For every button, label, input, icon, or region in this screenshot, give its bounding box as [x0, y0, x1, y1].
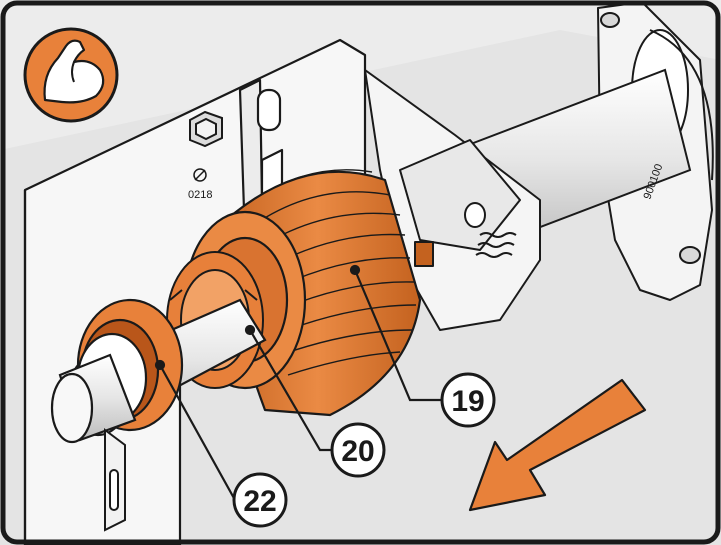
bracket-code: 0218 [188, 189, 212, 201]
arrow-down-left-icon [468, 378, 647, 512]
bracket-bolt [189, 110, 223, 148]
front-shaft-end [50, 353, 137, 444]
callout-22: 22 [232, 472, 288, 528]
callout-19: 19 [440, 372, 496, 428]
leader-20 [249, 329, 335, 452]
wall-top-light [0, 0, 721, 150]
leader-19 [353, 269, 448, 402]
flexed-arm-icon [23, 27, 119, 123]
callout-20: 20 [330, 422, 386, 478]
callout-20-label: 20 [341, 435, 374, 468]
callout-22-label: 22 [243, 485, 276, 518]
bracket-marking: 0218 [188, 168, 212, 201]
bracket-tab [104, 428, 126, 532]
callout-19-label: 19 [451, 385, 484, 418]
